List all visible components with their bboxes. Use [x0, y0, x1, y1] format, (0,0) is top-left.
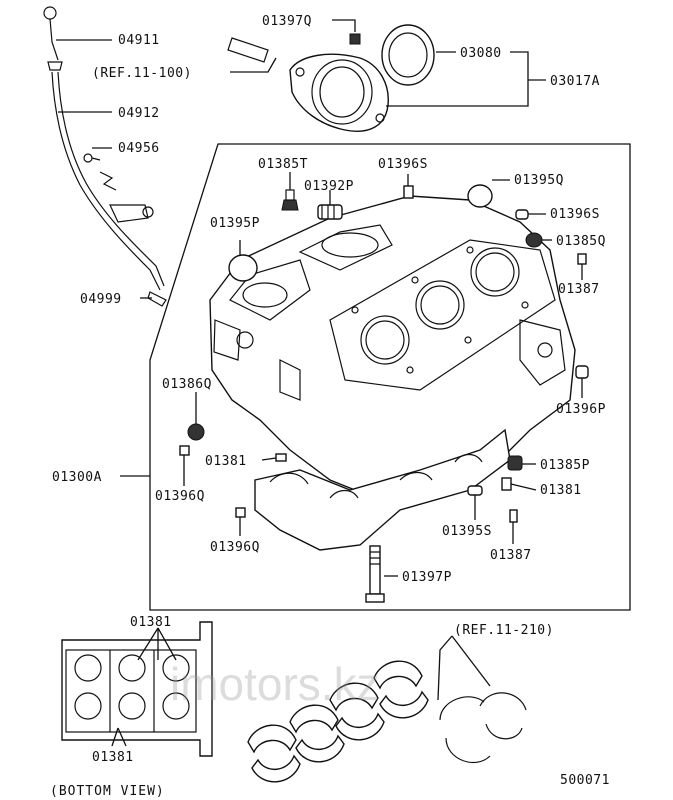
plug-01385P [507, 455, 523, 471]
label-01387-bottom: 01387 [490, 548, 532, 563]
bearing-shells [247, 660, 429, 783]
plug-01386Q [187, 423, 205, 441]
sensor-01392P [317, 204, 343, 220]
cap-01395P [228, 254, 258, 282]
label-04912: 04912 [118, 106, 160, 121]
label-01381-bottom-view-top: 01381 [130, 615, 172, 630]
label-01396Q-a: 01396Q [155, 489, 205, 504]
pin-01381-right [501, 477, 512, 491]
cap-01395S [467, 485, 483, 496]
label-04999: 04999 [80, 292, 122, 307]
diagram-code: 500071 [560, 773, 610, 788]
label-01386Q: 01386Q [162, 377, 212, 392]
assembly-frame [149, 143, 631, 611]
pin-01396Q-a [179, 445, 190, 456]
dipstick-bolt [83, 153, 117, 191]
oil-seal-case [289, 53, 389, 132]
label-04911: 04911 [118, 33, 160, 48]
dipstick-clip [147, 291, 167, 307]
label-bottom-view: (BOTTOM VIEW) [50, 784, 165, 799]
pin-01396P [575, 365, 589, 379]
pin-01396Q-b [235, 507, 246, 518]
bottom-view-block [61, 621, 213, 757]
cylinder-block [209, 195, 576, 501]
pin-01387-bottom [509, 509, 518, 523]
label-04956: 04956 [118, 141, 160, 156]
label-03017A: 03017A [550, 74, 600, 89]
label-ref-11-210: (REF.11-210) [454, 623, 554, 638]
plug-01385T [281, 189, 299, 211]
label-01395Q: 01395Q [514, 173, 564, 188]
label-ref-11-100: (REF.11-100) [92, 66, 192, 81]
label-01300A: 01300A [52, 470, 102, 485]
label-01396P: 01396P [556, 402, 606, 417]
label-01396S-right: 01396S [550, 207, 600, 222]
watermark: imotors.kz [170, 658, 380, 710]
cap-01395Q [467, 184, 493, 208]
label-01396Q-b: 01396Q [210, 540, 260, 555]
label-01385Q: 01385Q [556, 234, 606, 249]
seal-case-bolt [349, 33, 361, 45]
label-01381-right: 01381 [540, 483, 582, 498]
label-01395S: 01395S [442, 524, 492, 539]
dipstick [43, 6, 63, 71]
label-03080: 03080 [460, 46, 502, 61]
plug-01385Q [525, 232, 543, 248]
label-01381-mid: 01381 [205, 454, 247, 469]
label-01397P: 01397P [402, 570, 452, 585]
pin-01396S-top [403, 185, 414, 199]
dipstick-tube [51, 71, 165, 291]
label-01385T: 01385T [258, 157, 308, 172]
label-01395P: 01395P [210, 216, 260, 231]
label-01392P: 01392P [304, 179, 354, 194]
label-01396S-top: 01396S [378, 157, 428, 172]
oil-seal-ring [381, 24, 435, 86]
label-01381-bottom-view-bottom: 01381 [92, 750, 134, 765]
label-01387-top: 01387 [558, 282, 600, 297]
pin-01387-top [577, 253, 587, 265]
pin-01396S-right [515, 209, 529, 220]
gasket-sheet [227, 37, 269, 63]
pin-01381-mid [275, 453, 287, 462]
bolt-01397P [365, 545, 385, 603]
thrust-washers [439, 692, 527, 764]
label-01385P: 01385P [540, 458, 590, 473]
label-01397Q: 01397Q [262, 14, 312, 29]
crankcase-lower [254, 428, 511, 551]
